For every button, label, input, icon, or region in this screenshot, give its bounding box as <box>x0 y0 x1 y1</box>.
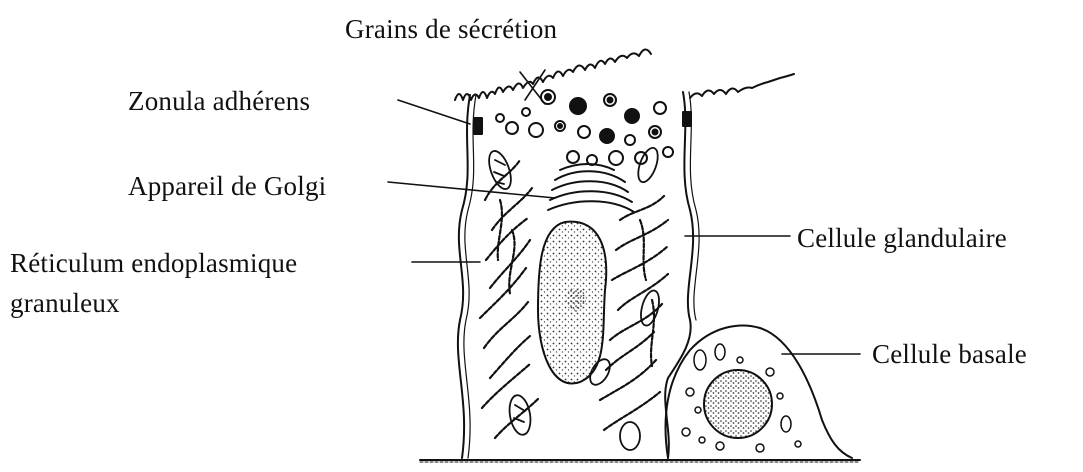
basal-cell-nucleus <box>704 370 772 438</box>
secretion-granules <box>496 90 673 165</box>
zonula-adherens-left <box>474 118 482 134</box>
golgi-apparatus <box>548 164 634 212</box>
rough-er-right <box>600 196 668 430</box>
rough-er-left <box>480 160 539 438</box>
label-secretion-granules: Grains de sécrétion <box>345 14 557 44</box>
label-glandular-cell: Cellule glandulaire <box>797 223 1007 253</box>
label-basal-cell: Cellule basale <box>872 339 1027 369</box>
label-rough-er-line1: Réticulum endoplasmique <box>10 248 297 278</box>
label-zonula-adherens: Zonula adhérens <box>128 86 310 116</box>
label-golgi-apparatus: Appareil de Golgi <box>128 171 326 201</box>
label-rough-er-line2: granuleux <box>10 288 120 318</box>
leader-lines <box>388 70 860 354</box>
zonula-adherens-right <box>683 112 691 126</box>
